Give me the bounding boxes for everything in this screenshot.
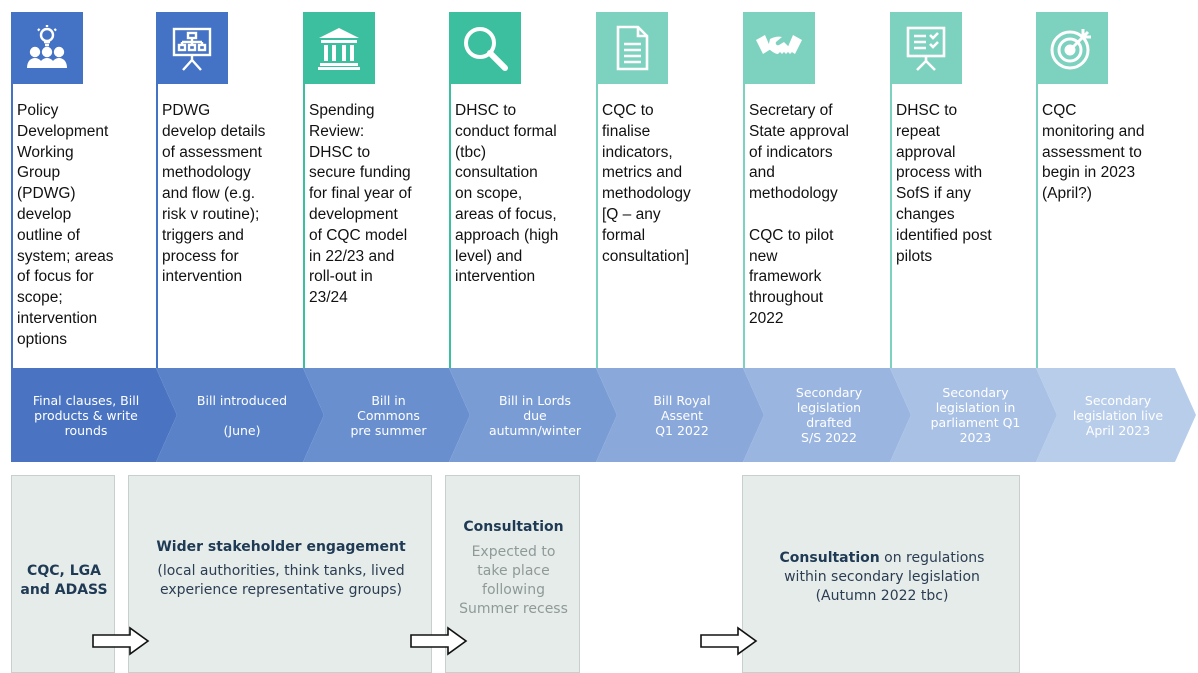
step-icon-box-8 bbox=[1036, 12, 1108, 84]
step-text-7: DHSC to repeat approval process with Sof… bbox=[896, 102, 992, 265]
flow-arrow-3 bbox=[700, 626, 758, 656]
chevron-7: Secondary legislation in parliament Q1 2… bbox=[890, 368, 1057, 462]
wider-stakeholder-body: (local authorities, think tanks, lived e… bbox=[157, 563, 405, 598]
chevron-label-2: Bill introduced (June) bbox=[196, 392, 288, 438]
consultation-body: Expected to take place following Summer … bbox=[459, 544, 568, 617]
flow-arrow-1 bbox=[92, 626, 150, 656]
step-icon-box-3 bbox=[303, 12, 375, 84]
step-text-8: CQC monitoring and assessment to begin i… bbox=[1042, 102, 1145, 203]
step-connector-line bbox=[449, 84, 451, 368]
handshake-icon bbox=[756, 35, 802, 54]
chevron-5: Bill Royal Assent Q1 2022 bbox=[596, 368, 764, 462]
chevron-4: Bill in Lords due autumn/winter bbox=[449, 368, 617, 462]
step-text-3: Spending Review: DHSC to secure funding … bbox=[309, 102, 412, 307]
chevron-label-6: Secondary legislation drafted S/S 2022 bbox=[795, 385, 863, 445]
step-connector-line bbox=[1036, 84, 1038, 368]
step-icon-box-7 bbox=[890, 12, 962, 84]
regulations-consultation-line1: Consultation on regulations bbox=[743, 549, 1021, 568]
step-icon-box-5 bbox=[596, 12, 668, 84]
chevron-3: Bill in Commons pre summer bbox=[303, 368, 470, 462]
chevron-label-3: Bill in Commons pre summer bbox=[350, 392, 427, 438]
step-connector-line bbox=[596, 84, 598, 368]
chevron-8: Secondary legislation live April 2023 bbox=[1036, 368, 1196, 462]
engagement-box-consultation: Consultation Expected to take place foll… bbox=[445, 475, 580, 673]
chevron-label-8: Secondary legislation live April 2023 bbox=[1072, 392, 1164, 438]
step-icon-box-4 bbox=[449, 12, 521, 84]
document-icon bbox=[616, 25, 649, 71]
regulations-consultation-bold: Consultation bbox=[779, 550, 880, 566]
chevron-label-5: Bill Royal Assent Q1 2022 bbox=[653, 392, 711, 438]
step-text-1: Policy Development Working Group (PDWG) … bbox=[17, 102, 114, 348]
step-connector-line bbox=[303, 84, 305, 368]
presentation-board-icon bbox=[172, 27, 212, 71]
chevron-1: Final clauses, Bill products & write rou… bbox=[11, 368, 177, 462]
wider-stakeholder-title: Wider stakeholder engagement bbox=[156, 539, 406, 555]
chevron-2: Bill introduced (June) bbox=[156, 368, 324, 462]
step-icon-box-1 bbox=[11, 12, 83, 84]
step-connector-line bbox=[890, 84, 892, 368]
step-icon-box-2 bbox=[156, 12, 228, 84]
chevron-label-7: Secondary legislation in parliament Q1 2… bbox=[930, 385, 1021, 445]
step-connector-line bbox=[11, 84, 13, 368]
government-building-icon bbox=[318, 28, 360, 70]
chevron-6: Secondary legislation drafted S/S 2022 bbox=[743, 368, 911, 462]
step-text-6: Secretary of State approval of indicator… bbox=[749, 102, 849, 327]
chevron-label-4: Bill in Lords due autumn/winter bbox=[488, 392, 582, 438]
step-text-2: PDWG develop details of assessment metho… bbox=[162, 102, 266, 286]
step-text-5: CQC to finalise indicators, metrics and … bbox=[602, 102, 691, 265]
step-connector-line bbox=[743, 84, 745, 368]
engagement-box-wider-stakeholder: Wider stakeholder engagement (local auth… bbox=[128, 475, 432, 673]
regulations-consultation-line1-rest: on regulations bbox=[879, 550, 985, 566]
regulations-consultation-body: within secondary legislation (Autumn 202… bbox=[784, 569, 980, 604]
flow-arrow-2 bbox=[410, 626, 468, 656]
engagement-box-regulations-consultation: Consultation on regulations within secon… bbox=[742, 475, 1020, 673]
magnifier-icon bbox=[464, 27, 508, 71]
engagement-box-1-text: CQC, LGA and ADASS bbox=[20, 563, 108, 598]
step-icon-box-6 bbox=[743, 12, 815, 84]
target-icon bbox=[1050, 29, 1091, 70]
people-idea-icon bbox=[27, 25, 67, 68]
chevron-label-1: Final clauses, Bill products & write rou… bbox=[32, 392, 140, 438]
checklist-board-icon bbox=[906, 26, 946, 71]
step-text-4: DHSC to conduct formal (tbc) consultatio… bbox=[455, 102, 559, 286]
consultation-title: Consultation bbox=[463, 519, 564, 535]
step-connector-line bbox=[156, 84, 158, 368]
